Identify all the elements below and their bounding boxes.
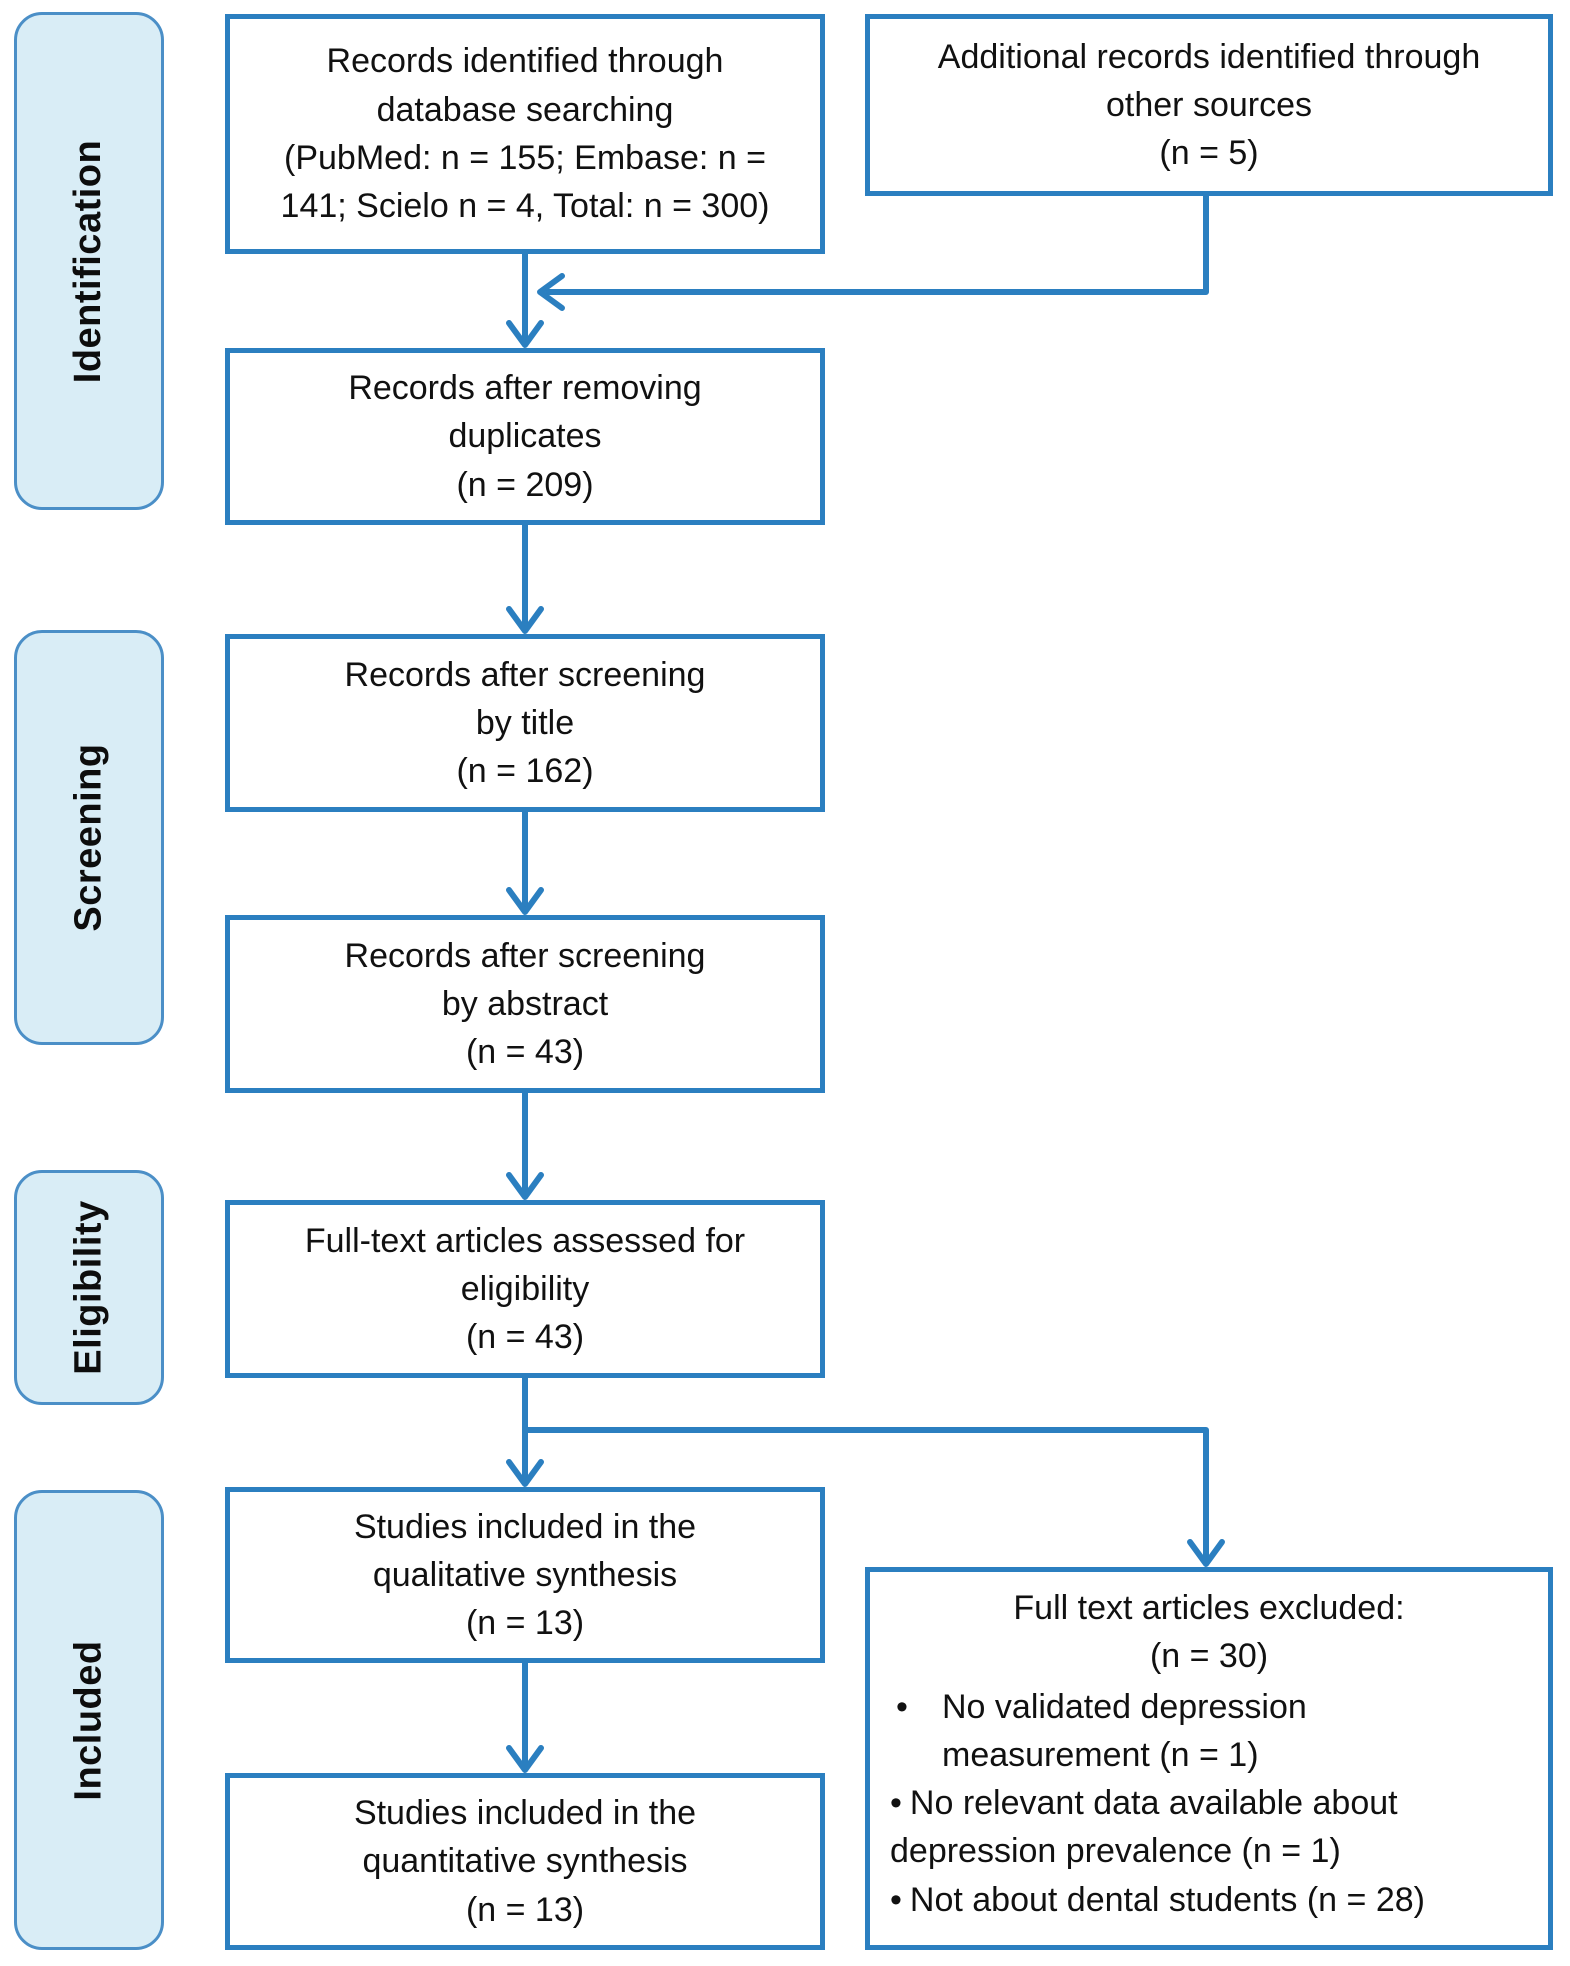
box-additional-records: Additional records identified through ot… (865, 14, 1553, 196)
excluded-reason-item: • No validated depression measurement (n… (890, 1683, 1528, 1780)
box-fulltext-assessed-text: Full-text articles assessed for eligibil… (304, 1221, 746, 1357)
excluded-reasons-list: • No validated depression measurement (n… (890, 1683, 1528, 1924)
arrow-additional-to-merge-shaft (545, 189, 1209, 295)
excluded-reason-text: Not about dental students (n = 28) (909, 1880, 1425, 1919)
arrow-abstract-to-fulltext-head (506, 1172, 544, 1200)
stage-identification: Identification (14, 12, 164, 510)
box-quantitative-included: Studies included in the quantitative syn… (225, 1773, 825, 1950)
stage-included-label: Included (67, 1639, 110, 1801)
arrow-branch-to-excluded-shaft (522, 1427, 1209, 1563)
stage-eligibility-label: Eligibility (67, 1200, 110, 1375)
stage-screening-label: Screening (67, 743, 110, 932)
excluded-reason-item: •No relevant data available about depres… (890, 1779, 1528, 1876)
stage-eligibility: Eligibility (14, 1170, 164, 1405)
bullet-icon: • (890, 1880, 902, 1919)
box-qualitative-included: Studies included in the qualitative synt… (225, 1487, 825, 1663)
bullet-icon: • (896, 1687, 908, 1726)
arrow-identified-to-duplicates-head (506, 320, 544, 348)
box-after-duplicates: Records after removing duplicates (n = 2… (225, 348, 825, 525)
box-after-abstract-screening-text: Records after screening by abstract (n =… (344, 936, 706, 1072)
box-fulltext-assessed: Full-text articles assessed for eligibil… (225, 1200, 825, 1378)
arrow-title-to-abstract-head (506, 887, 544, 915)
box-records-identified-text: Records identified through database sear… (280, 42, 770, 226)
excluded-reason-text: No validated depression measurement (n =… (942, 1687, 1307, 1774)
stage-screening: Screening (14, 630, 164, 1045)
excluded-count: (n = 30) (1149, 1637, 1269, 1676)
box-quantitative-included-text: Studies included in the quantitative syn… (353, 1794, 697, 1929)
arrow-additional-to-merge-head (537, 273, 565, 311)
box-after-duplicates-text: Records after removing duplicates (n = 2… (348, 369, 702, 504)
box-after-title-screening: Records after screening by title (n = 16… (225, 634, 825, 812)
box-records-identified: Records identified through database sear… (225, 14, 825, 254)
excluded-reason-text: No relevant data available about depress… (890, 1784, 1398, 1871)
arrow-fulltext-to-qualitative-head (506, 1459, 544, 1487)
stage-identification-label: Identification (67, 139, 110, 383)
box-after-abstract-screening: Records after screening by abstract (n =… (225, 915, 825, 1093)
excluded-reason-item: •Not about dental students (n = 28) (890, 1876, 1528, 1924)
box-additional-records-text: Additional records identified through ot… (937, 37, 1481, 173)
excluded-title: Full text articles excluded: (1013, 1589, 1405, 1627)
arrow-duplicates-to-title-head (506, 606, 544, 634)
arrow-branch-to-excluded-head (1187, 1539, 1225, 1567)
box-fulltext-excluded: Full text articles excluded: (n = 30) • … (865, 1567, 1553, 1950)
bullet-icon: • (890, 1784, 902, 1823)
arrow-qualitative-to-quantitative-head (506, 1745, 544, 1773)
box-qualitative-included-text: Studies included in the qualitative synt… (353, 1507, 697, 1643)
box-after-title-screening-text: Records after screening by title (n = 16… (344, 655, 706, 791)
stage-included: Included (14, 1490, 164, 1950)
